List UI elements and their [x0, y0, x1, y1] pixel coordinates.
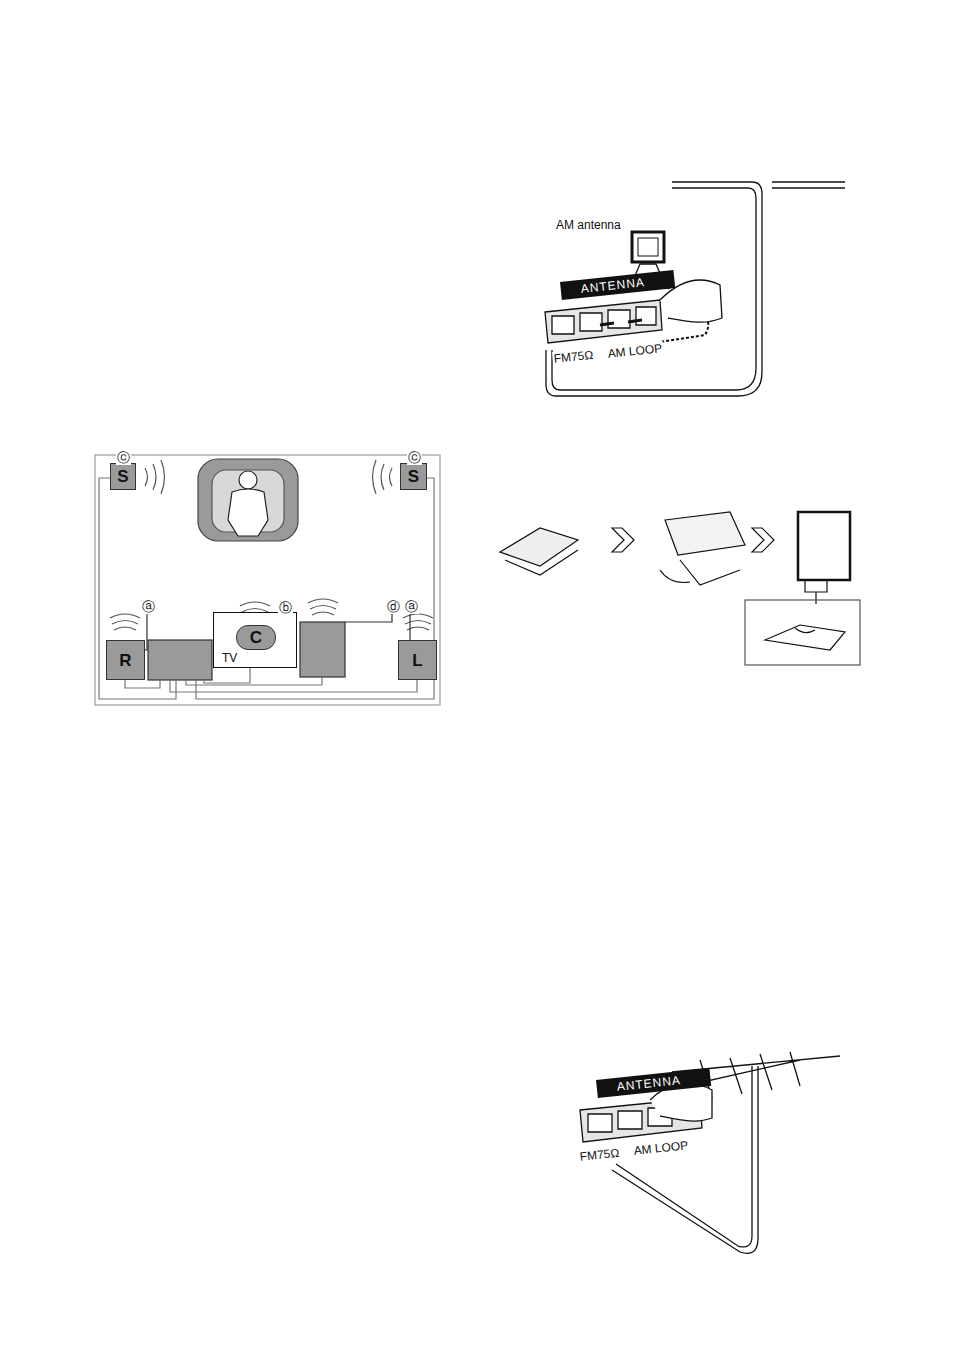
node-text: S: [408, 468, 419, 485]
terminal-name: AM LOOP: [632, 1138, 690, 1158]
am-fm-antenna-illustration: [545, 182, 845, 396]
node-text: C: [250, 629, 262, 646]
tv-box: TV C: [213, 612, 297, 668]
detail-inset: [745, 600, 860, 665]
folded-antenna: [505, 550, 578, 575]
standing-loop: [798, 512, 850, 580]
fm-antenna-wire: [546, 182, 762, 396]
callout-letter: ⓐ: [404, 599, 419, 614]
node-text: TV: [222, 652, 237, 664]
opening-antenna: [660, 560, 740, 585]
subwoofer-box: [300, 622, 345, 677]
node-text: L: [412, 652, 422, 669]
center-speaker: C: [236, 625, 276, 650]
insert-arrows: [600, 320, 642, 325]
terminal-name: FM75Ω: [552, 348, 595, 366]
sound-waves: [110, 460, 433, 630]
speaker-wires: [99, 478, 434, 699]
surround-speaker: S: [110, 463, 136, 490]
listener-body: [228, 489, 268, 536]
listener-head: [239, 471, 257, 489]
node-text: R: [119, 652, 131, 669]
fm-antenna-wire: [772, 182, 845, 188]
antenna-assembly-steps: [500, 512, 860, 665]
panel-heading: ANTENNA: [560, 270, 676, 300]
terminals: [552, 307, 656, 334]
am-loop: [638, 238, 658, 256]
callout-letter: ⓒ: [407, 450, 422, 465]
speaker-layout: [95, 455, 440, 705]
sofa: [198, 459, 298, 541]
front-speaker: L: [398, 640, 437, 680]
opening-antenna: [665, 512, 745, 555]
receiver-box: [148, 640, 212, 680]
detail-inset: [765, 625, 845, 650]
step-arrow: [612, 528, 634, 552]
part-name: AM antenna: [555, 218, 622, 232]
terminal-name: FM75Ω: [578, 1146, 621, 1164]
node-text: S: [117, 468, 128, 485]
step-arrow: [752, 528, 774, 552]
callout-letter: ⓓ: [386, 599, 401, 614]
front-speaker: R: [106, 640, 145, 680]
fm-antenna-wire: [552, 188, 756, 390]
folded-antenna: [500, 528, 578, 566]
callout-letter: ⓑ: [278, 600, 293, 615]
am-loop: [632, 232, 664, 262]
layout-frame: [95, 455, 440, 705]
terminal-name: AM LOOP: [606, 341, 664, 361]
surround-speaker: S: [400, 463, 427, 490]
terminal-block: [545, 300, 662, 343]
callout-letter: ⓐ: [141, 599, 156, 614]
callout-letter: ⓒ: [116, 450, 131, 465]
